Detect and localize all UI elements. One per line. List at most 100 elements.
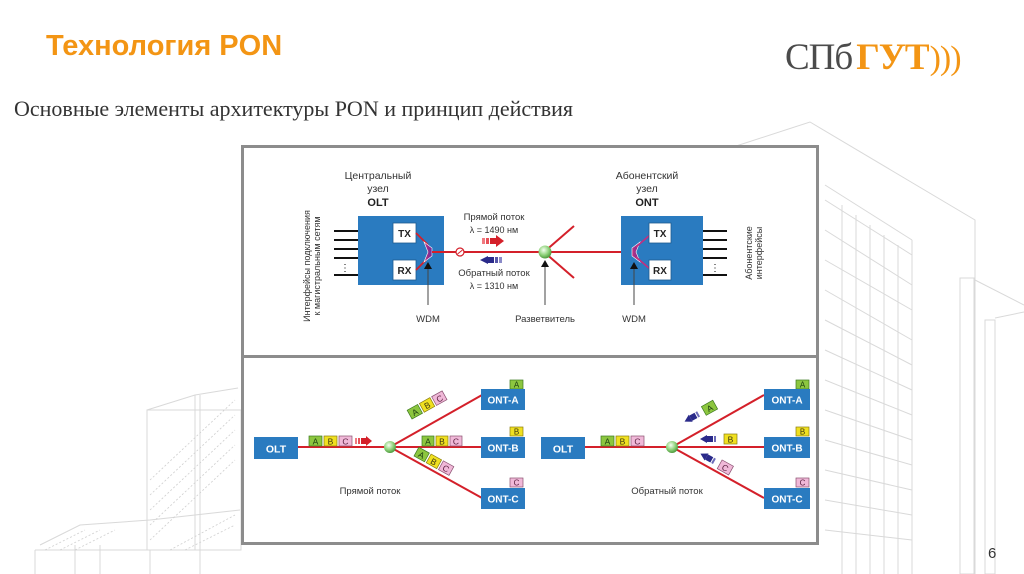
pon-diagram: Центральный узел OLT Интерфейсы подключе… [254,170,810,509]
olt-rx-label: RX [398,266,412,277]
ont-tx-block [648,222,672,244]
slide-subtitle: Основные элементы архитектуры PON и прин… [14,96,574,121]
olt-node [254,437,298,459]
packet-c: C [338,435,353,447]
ont-c-node: C ONT-C [481,477,525,509]
logo-part-spb: СПб [785,37,853,78]
branch-b-packets: A B C [421,435,463,447]
svg-text:A: A [800,381,806,390]
ont-c-label: ONT-C [487,495,518,506]
branch-a-packets: A B C [406,390,448,420]
upstream-arrow-icon [480,256,502,264]
downstream-label: Прямой поток [464,212,526,223]
olt-caption-line1: Центральный [345,170,412,182]
svg-text:C: C [634,437,640,447]
ont-caption-line1: Абонентский [616,170,679,182]
upstream-arrow-icon [684,414,693,422]
received-packet-c [509,477,524,488]
packet-b: B [323,435,338,447]
top-architecture-panel: Центральный узел OLT Интерфейсы подключе… [302,170,764,325]
logo-part-gut: ГУТ [856,37,929,78]
svg-text:C: C [342,437,348,447]
svg-text:B: B [422,399,432,411]
upstream-arrow-icon [700,453,709,461]
svg-text:B: B [328,437,334,447]
packet-a: A [600,435,615,447]
svg-text:C: C [453,437,459,447]
slide-title: Технология PON [46,30,283,62]
branch-b-upstream: B [700,433,738,445]
downstream-caption: Прямой поток [340,486,402,497]
splitter-icon [384,441,396,453]
svg-text:B: B [514,428,519,437]
pon-diagram-frame: Центральный узел OLT Интерфейсы подключе… [241,145,819,545]
packet-a: A [308,435,323,447]
ont-interfaces-label: Абонентские интерфейсы [744,226,764,280]
page-number: 6 [988,545,997,562]
ont-tx-label: TX [654,229,667,240]
received-packet-b [509,426,524,437]
olt-wdm-coupler [423,241,433,263]
panel-divider [244,355,816,358]
svg-text:A: A [410,406,420,418]
svg-text:B: B [439,437,445,447]
ont-a-label: ONT-A [487,396,518,407]
olt-node-label: OLT [266,444,287,456]
svg-text:A: A [417,449,427,461]
downstream-arrow-icon [482,235,504,247]
olt-ports-dots: ⋮ [340,263,350,274]
branch-c-upstream: C [700,453,734,476]
svg-text:C: C [514,479,520,488]
olt-tx-label: TX [398,229,411,240]
ont-caption-name: ONT [635,197,659,209]
ont-b-label: ONT-B [487,444,518,455]
olt-side-label-line2: к магистральным сетям [312,216,322,315]
ont-b-node: B ONT-B [481,426,525,458]
svg-text:C: C [441,463,451,475]
splitter-icon [538,245,552,259]
upstream-label: Обратный поток [458,268,530,279]
packet-b: B [615,435,630,447]
svg-text:B: B [429,456,439,468]
branch-c-packets: A B C [413,446,455,476]
ont-caption-line2: узел [636,183,658,195]
ont-a-node: A ONT-A [481,379,525,410]
olt-interfaces-label: Интерфейсы подключения к магистральным с… [302,210,322,322]
svg-text:C: C [434,393,444,405]
olt-side-label-line1: Интерфейсы подключения [302,210,312,322]
svg-text:B: B [800,428,805,437]
wdm-left-label: WDM [416,314,440,325]
svg-text:A: A [705,402,715,414]
wdm-right-label: WDM [622,314,646,325]
ont-c-node: C ONT-C [764,477,810,509]
upstream-caption: Обратный поток [631,486,703,497]
upstream-wavelength: λ = 1310 нм [470,281,518,291]
ont-rx-label: RX [653,266,667,277]
ont-a-label: ONT-A [771,396,802,407]
svg-text:A: A [313,437,319,447]
splitter-label: Разветвитель [515,314,575,325]
upstream-tdma-panel: OLT A B C A B C [541,379,810,509]
olt-node [541,437,585,459]
downstream-arrow-icon [355,436,372,446]
ont-b-label: ONT-B [771,444,802,455]
olt-caption-line2: узел [367,183,389,195]
svg-text:A: A [425,437,431,447]
svg-text:B: B [728,435,734,445]
ont-wdm-coupler [631,241,641,263]
ont-a-node: A ONT-A [764,379,810,410]
olt-node-label: OLT [553,444,574,456]
ont-side-label-line1: Абонентские [744,226,754,280]
upstream-arrow-icon [700,435,707,443]
ont-ports-dots: ⋮ [710,263,720,274]
downstream-broadcast-panel: OLT A B C A B C A B C [254,379,525,509]
olt-interface-ports [334,230,358,276]
ont-interface-ports [703,230,727,276]
logo-waves-icon: ))) [929,40,962,77]
ont-c-label: ONT-C [771,495,802,506]
svg-text:B: B [620,437,626,447]
ont-b-node: B ONT-B [764,426,810,458]
ont-side-label-line2: интерфейсы [754,227,764,279]
splitter-icon [666,441,678,453]
